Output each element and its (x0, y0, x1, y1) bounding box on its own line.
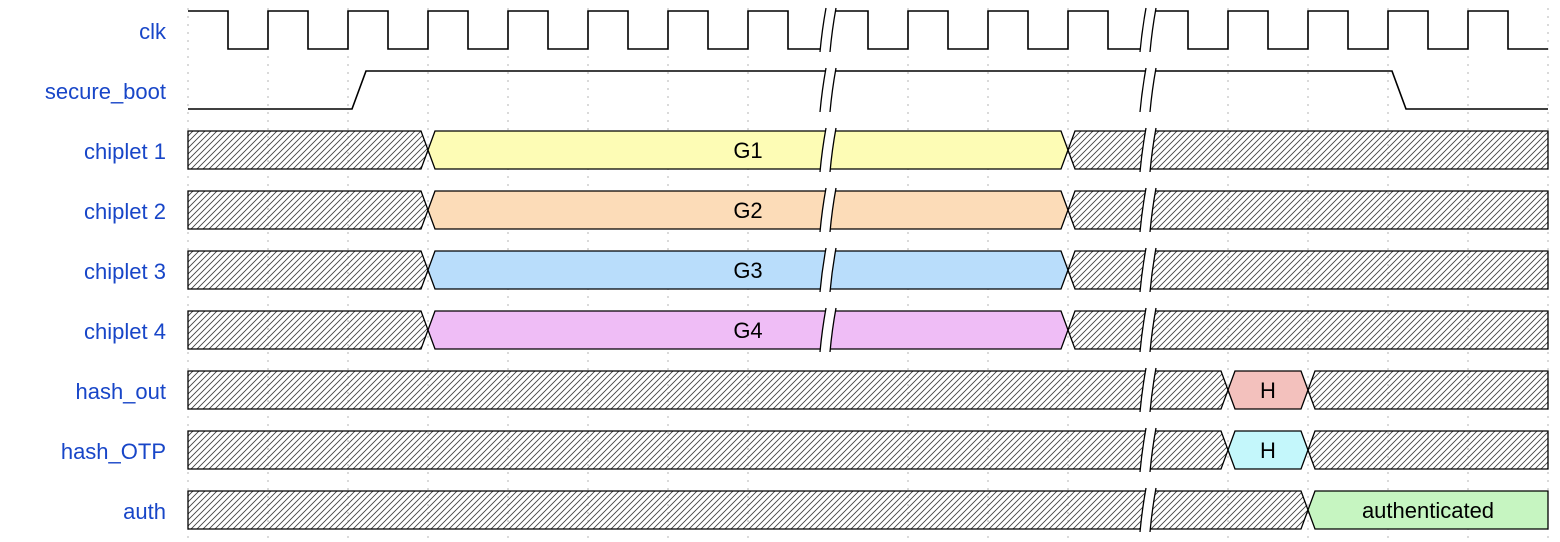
time-break-mark (1139, 427, 1157, 473)
time-break-mark (1139, 487, 1157, 533)
time-break-mark (1139, 67, 1157, 113)
wave-chiplet3: G3 (187, 250, 1549, 290)
wave-secure_boot (188, 70, 1548, 110)
secure-boot-waveform (188, 70, 1548, 110)
segment-value: H (1260, 438, 1276, 463)
unknown-segment (187, 310, 429, 350)
segment-value: G2 (733, 198, 762, 223)
wave-hash_OTP: H (187, 430, 1549, 470)
unknown-segment (187, 370, 1229, 410)
unknown-segment (1067, 190, 1549, 230)
data-segment (1307, 490, 1549, 530)
wave-chiplet1: G1 (187, 130, 1549, 170)
time-break-mark (819, 7, 837, 53)
signal-label-clk: clk (139, 19, 167, 44)
time-break-mark (819, 127, 837, 173)
unknown-segment (1067, 250, 1549, 290)
time-break-mark (1139, 127, 1157, 173)
unknown-segment (187, 490, 1309, 530)
clk-waveform (188, 10, 1548, 50)
segment-value: G3 (733, 258, 762, 283)
unknown-segment (187, 130, 429, 170)
unknown-segment (1307, 370, 1549, 410)
signal-label-hash-out: hash_out (75, 379, 166, 404)
unknown-segment (1067, 130, 1549, 170)
time-break-mark (1139, 307, 1157, 353)
signal-label-auth: auth (123, 499, 166, 524)
wave-hash_out: H (187, 370, 1549, 410)
segment-value: G4 (733, 318, 762, 343)
segment-value: G1 (733, 138, 762, 163)
time-break-mark (819, 67, 837, 113)
wave-clk (188, 10, 1548, 50)
time-break-mark (819, 247, 837, 293)
signal-labels: clk secure_boot chiplet 1 chiplet 2 chip… (45, 19, 167, 524)
wave-auth: authenticated (187, 490, 1549, 530)
time-break-mark (1139, 187, 1157, 233)
unknown-segment (187, 250, 429, 290)
signal-label-chiplet-2: chiplet 2 (84, 199, 166, 224)
signal-label-hash-otp: hash_OTP (61, 439, 166, 464)
time-break-mark (819, 307, 837, 353)
time-break-mark (1139, 247, 1157, 293)
unknown-segment (187, 430, 1229, 470)
unknown-segment (1307, 430, 1549, 470)
signal-label-chiplet-4: chiplet 4 (84, 319, 166, 344)
time-gap-marks (819, 7, 1157, 533)
time-break-mark (1139, 7, 1157, 53)
time-break-mark (1139, 367, 1157, 413)
unknown-segment (1067, 310, 1549, 350)
unknown-segment (187, 190, 429, 230)
time-break-mark (819, 187, 837, 233)
wave-chiplet4: G4 (187, 310, 1549, 350)
wave-chiplet2: G2 (187, 190, 1549, 230)
segment-value: H (1260, 378, 1276, 403)
signal-label-chiplet-3: chiplet 3 (84, 259, 166, 284)
segment-value: authenticated (1362, 498, 1494, 523)
signal-label-secure-boot: secure_boot (45, 79, 166, 104)
signal-label-chiplet-1: chiplet 1 (84, 139, 166, 164)
